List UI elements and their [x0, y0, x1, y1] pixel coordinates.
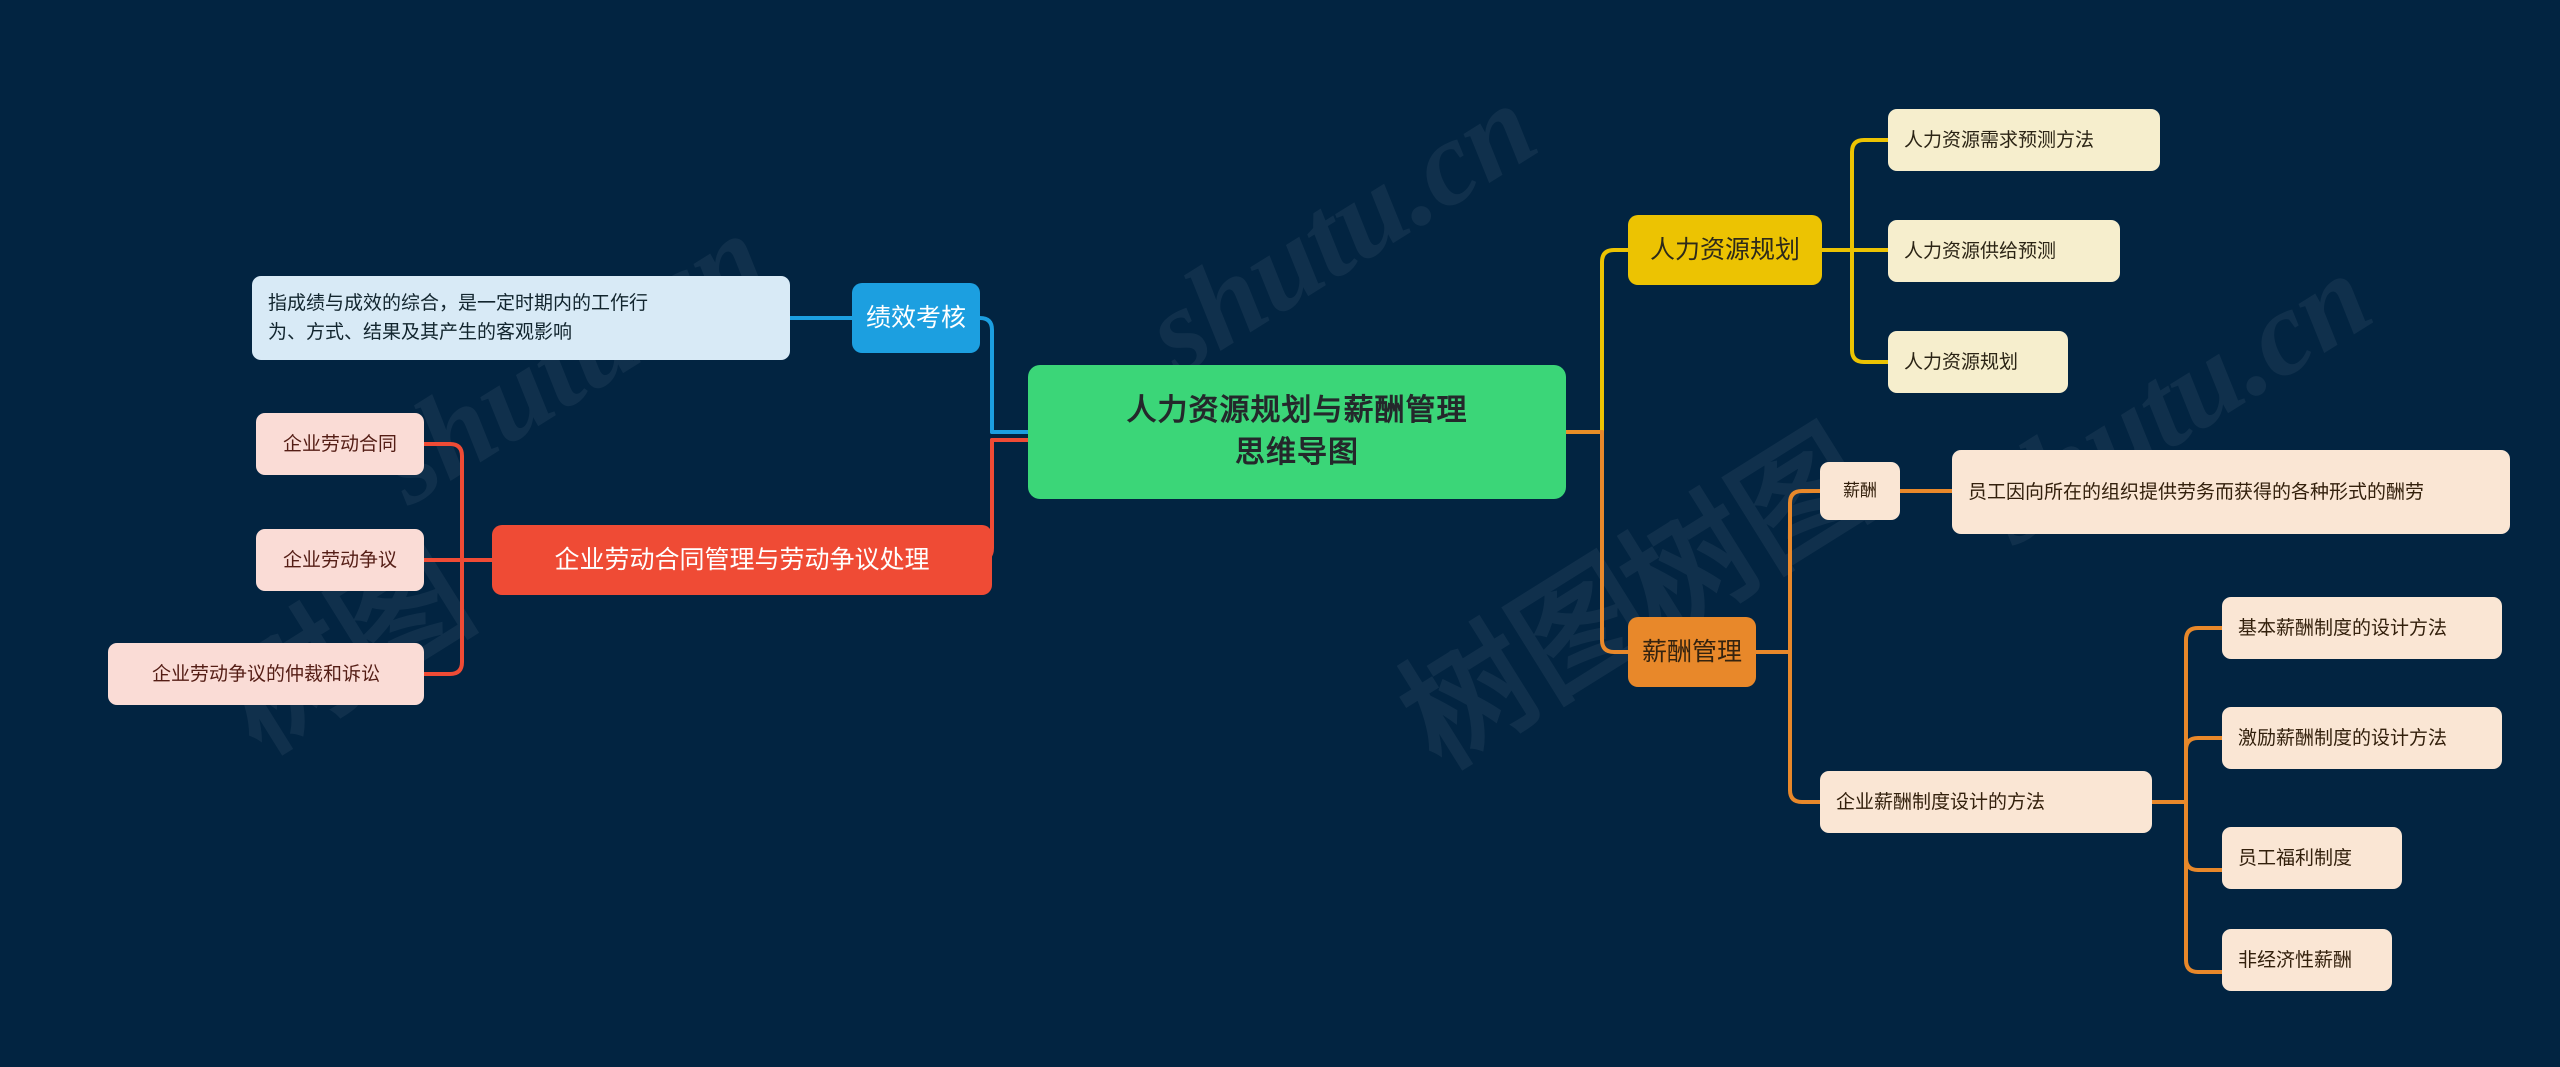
- link-comp-salary: [1788, 489, 1822, 654]
- leaf-salary[interactable]: 薪酬: [1820, 462, 1900, 520]
- leaf-employee-benefits[interactable]: 员工福利制度: [2222, 827, 2402, 889]
- topic-hr-planning[interactable]: 人力资源规划: [1628, 215, 1822, 285]
- link-labor-c1: [422, 442, 464, 562]
- topic-performance-review[interactable]: 绩效考核: [852, 283, 980, 353]
- leaf-labor-contract-label: 企业劳动合同: [282, 433, 397, 455]
- leaf-performance-definition[interactable]: 指成绩与成效的综合，是一定时期内的工作行 为、方式、结果及其产生的客观影响: [252, 276, 790, 360]
- leaf-salary-label: 薪酬: [1843, 481, 1877, 500]
- leaf-salary-definition[interactable]: 员工因向所在的组织提供劳务而获得的各种形式的酬劳: [1952, 450, 2510, 534]
- link-root-hrplanning: [1600, 248, 1630, 434]
- link-root-compensation: [1600, 430, 1630, 654]
- leaf-labor-dispute-arbitration-label: 企业劳动争议的仲裁和诉讼: [151, 663, 380, 685]
- leaf-hr-demand-forecast-label: 人力资源需求预测方法: [1904, 129, 2095, 151]
- leaf-compensation-design-method[interactable]: 企业薪酬制度设计的方法: [1820, 771, 2152, 833]
- topic-performance-review-label: 绩效考核: [865, 304, 966, 332]
- link-design-c3: [2184, 800, 2224, 872]
- root-label: 人力资源规划与薪酬管理 思维导图: [1126, 394, 1468, 469]
- leaf-incentive-pay-design-label: 激励薪酬制度的设计方法: [2238, 727, 2448, 749]
- link-hrp-c1: [1850, 138, 1890, 252]
- root-node[interactable]: 人力资源规划与薪酬管理 思维导图: [1028, 365, 1566, 499]
- leaf-non-economic-pay[interactable]: 非经济性薪酬: [2222, 929, 2392, 991]
- leaf-performance-definition-label: 指成绩与成效的综合，是一定时期内的工作行 为、方式、结果及其产生的客观影响: [268, 293, 649, 343]
- leaf-hr-planning-label: 人力资源规划: [1904, 351, 2019, 373]
- leaf-hr-supply-forecast[interactable]: 人力资源供给预测: [1888, 220, 2120, 282]
- leaf-labor-dispute-label: 企业劳动争议: [282, 549, 397, 571]
- leaf-labor-contract[interactable]: 企业劳动合同: [256, 413, 424, 475]
- leaf-hr-demand-forecast[interactable]: 人力资源需求预测方法: [1888, 109, 2160, 171]
- leaf-hr-supply-forecast-label: 人力资源供给预测: [1904, 240, 2057, 262]
- leaf-basic-pay-design-label: 基本薪酬制度的设计方法: [2238, 617, 2448, 639]
- leaf-labor-dispute-arbitration[interactable]: 企业劳动争议的仲裁和诉讼: [108, 643, 424, 705]
- topic-hr-planning-label: 人力资源规划: [1649, 236, 1800, 264]
- link-hrp-c3: [1850, 248, 1890, 364]
- leaf-basic-pay-design[interactable]: 基本薪酬制度的设计方法: [2222, 597, 2502, 659]
- link-root-performance: [960, 316, 994, 434]
- leaf-employee-benefits-label: 员工福利制度: [2238, 847, 2353, 869]
- leaf-compensation-design-method-label: 企业薪酬制度设计的方法: [1836, 791, 2046, 813]
- leaf-hr-planning[interactable]: 人力资源规划: [1888, 331, 2068, 393]
- topic-compensation-label: 薪酬管理: [1641, 638, 1742, 666]
- link-labor-c3: [422, 558, 464, 676]
- leaf-non-economic-pay-label: 非经济性薪酬: [2238, 949, 2353, 971]
- leaf-salary-definition-label: 员工因向所在的组织提供劳务而获得的各种形式的酬劳: [1968, 481, 2425, 503]
- link-design-c4: [2184, 800, 2224, 974]
- leaf-labor-dispute[interactable]: 企业劳动争议: [256, 529, 424, 591]
- link-design-c2: [2184, 736, 2224, 804]
- topic-compensation[interactable]: 薪酬管理: [1628, 617, 1756, 687]
- leaf-incentive-pay-design[interactable]: 激励薪酬制度的设计方法: [2222, 707, 2502, 769]
- link-design-c1: [2184, 626, 2224, 804]
- link-comp-design: [1788, 650, 1822, 804]
- topic-labor-contract[interactable]: 企业劳动合同管理与劳动争议处理: [492, 525, 992, 595]
- topic-labor-contract-label: 企业劳动合同管理与劳动争议处理: [554, 546, 930, 574]
